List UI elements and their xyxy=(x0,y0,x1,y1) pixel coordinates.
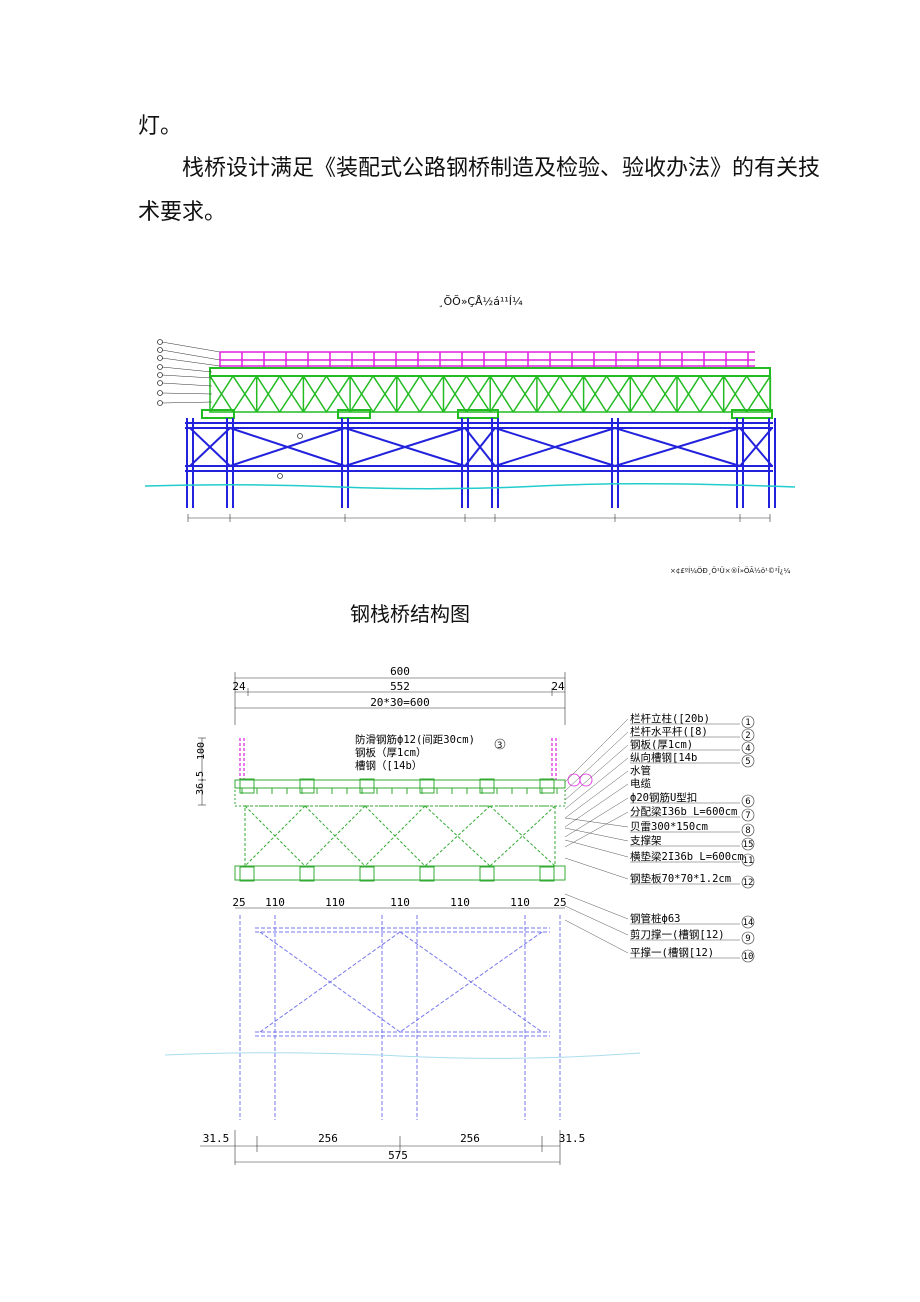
dim-mid-3: 110 xyxy=(390,896,410,909)
pier-caps xyxy=(201,409,773,419)
elevation-note: ×¢£ºÍ¼ÖÐ¸Ö¹Ü×®Î»ÖÃ½ö¹©²Î¿¼ xyxy=(670,567,791,575)
callout-num-7: 7 xyxy=(745,811,750,821)
dim-mid-4: 110 xyxy=(450,896,470,909)
dim-mid-1: 110 xyxy=(265,896,285,909)
dim-mid-0: 25 xyxy=(232,896,245,909)
dim-bottom-left: 31.5 xyxy=(203,1132,230,1145)
callout-label-14: 平撑一(槽钢[12) xyxy=(630,946,714,959)
callout-label-13: 剪刀撑一(槽钢[12) xyxy=(630,928,725,941)
callout-num-12: 14 xyxy=(743,918,754,928)
pile-bents xyxy=(185,418,776,508)
callout-num-9: 15 xyxy=(743,840,754,850)
callout-num-6: 6 xyxy=(745,797,750,807)
dim-left-overhang: 24 xyxy=(232,680,246,693)
elevation-title: ¸ÕÕ»ÇÅ½á¹¹Í¼ xyxy=(438,295,523,308)
callout-label-7: 分配梁I36b L=600cm xyxy=(630,805,737,818)
dim-right-overhang: 24 xyxy=(551,680,565,693)
callout-num-11: 12 xyxy=(743,878,754,888)
dim-total-width: 600 xyxy=(390,665,410,678)
callout-num-10: 11 xyxy=(743,856,754,866)
section-water-line xyxy=(164,1052,641,1059)
callout-label-0: 栏杆立柱([20b) xyxy=(630,712,710,725)
dim-bottom-b: 256 xyxy=(460,1132,480,1145)
callout-num-13: 9 xyxy=(745,934,750,944)
callout-num-2: 4 xyxy=(745,744,750,754)
deck xyxy=(209,367,771,377)
dim-mid-5: 110 xyxy=(510,896,530,909)
railing xyxy=(219,351,755,368)
paragraph-1: 灯。 xyxy=(138,114,183,139)
callout-label-8: 贝雷300*150cm xyxy=(630,821,708,833)
inner-label-num: 3 xyxy=(497,741,502,751)
inner-label-antislip: 防滑钢筋ф12(间距30cm) xyxy=(355,733,475,746)
callout-label-12: 钢管桩ф63 xyxy=(630,912,680,925)
dim-mid-2: 110 xyxy=(325,896,345,909)
callout-num-8: 8 xyxy=(745,826,750,836)
callout-label-5: 电缆 xyxy=(630,777,651,790)
bailey-truss xyxy=(209,375,772,413)
dim-bottom-right: 31.5 xyxy=(559,1132,586,1145)
dim-bottom-total: 575 xyxy=(388,1149,408,1162)
callout-label-2: 钢板(厚1cm) xyxy=(630,738,693,751)
water-line xyxy=(144,482,796,490)
paragraph-2: 栈桥设计满足《装配式公路钢桥制造及检验、验收办法》的有关技术要求。 xyxy=(138,156,821,225)
inner-label-channel: 槽钢（[14b） xyxy=(355,759,422,772)
callout-num-3: 5 xyxy=(745,757,750,767)
dim-bottom-a: 256 xyxy=(318,1132,338,1145)
inner-label-plate: 钢板（厚1cm） xyxy=(355,746,426,759)
leader-lines xyxy=(161,341,221,404)
dimension-line xyxy=(187,514,771,522)
callout-label-4: 水管 xyxy=(630,764,651,777)
callout-label-9: 支撑架 xyxy=(630,834,662,847)
callout-num-0: 1 xyxy=(745,718,750,728)
callout-num-1: 2 xyxy=(745,731,750,741)
callout-num-14: 10 xyxy=(743,952,754,962)
dim-rail-height: 100 xyxy=(196,742,207,760)
dim-mid-6: 25 xyxy=(553,896,566,909)
bridge-elevation-drawing xyxy=(144,339,796,522)
callout-label-10: 横垫梁2I36b L=600cm xyxy=(630,850,744,863)
callout-label-6: ф20钢筋U型扣 xyxy=(630,791,697,804)
callout-label-11: 钢垫板70*70*1.2cm xyxy=(630,872,731,885)
dim-mid-width: 552 xyxy=(390,680,410,693)
figure-caption: 钢栈桥结构图 xyxy=(350,602,470,626)
dim-grid: 20*30=600 xyxy=(370,696,430,709)
dim-deck-depth: 36.5 xyxy=(195,771,206,795)
callout-label-3: 纵向槽钢[14b xyxy=(630,751,697,764)
callout-label-1: 栏杆水平杆([8) xyxy=(630,725,708,738)
leader-bubbles xyxy=(157,339,303,479)
